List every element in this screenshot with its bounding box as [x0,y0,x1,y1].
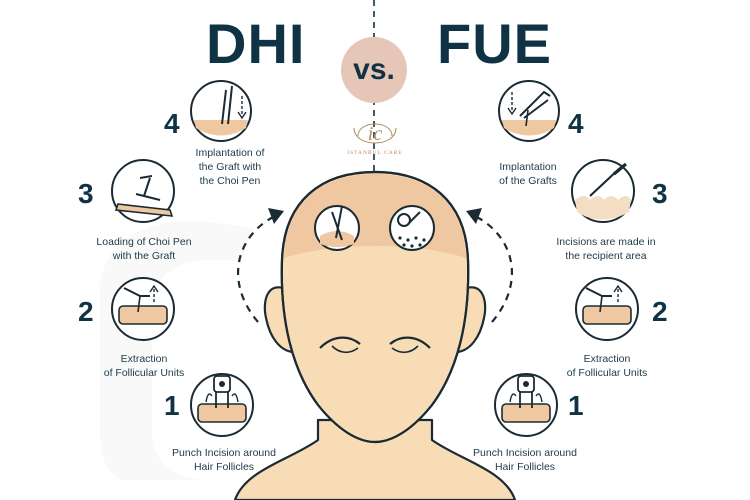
fue-step-4-number: 4 [568,108,584,139]
logo-name: ISTANBUL CARE [347,150,403,156]
dhi-step-1-number: 1 [164,390,180,421]
dhi-step-2-icon [111,277,175,341]
dhi-step-4-icon [190,80,252,142]
dhi-step-4-number: 4 [164,108,180,139]
logo-mark: ic [353,123,397,145]
dhi-step-2-caption: Extraction of Follicular Units [103,353,185,379]
fue-step-1-number: 1 [568,390,584,421]
fue-step-4-caption: Implantation of the Grafts [499,161,557,187]
arrowhead-right [466,208,482,224]
dhi-step-3-caption: Loading of Choi Pen with the Graft [96,236,192,262]
arrow-right [474,215,514,323]
fue-step-4-icon [498,80,560,142]
fue-step-1-caption: Punch Incision around Hair Follicles [473,447,577,473]
dhi-step-4-caption: Implantation of the Graft with the Choi … [195,147,265,187]
dhi-step-3-number: 3 [78,178,94,209]
fue-step-3-caption: Incisions are made in the recipient area [556,236,656,262]
arrowhead-left [268,208,284,224]
vs-label: vs. [353,53,395,86]
dhi-step-3-icon [111,159,175,223]
dhi-step-1-icon [190,373,254,437]
fue-step-1-icon [494,373,558,437]
fue-step-3-number: 3 [652,178,668,209]
fue-step-2-caption: Extraction of Follicular Units [566,353,648,379]
logo-monogram: ic [368,123,383,145]
dhi-step-2-number: 2 [78,296,94,327]
dhi-step-1-caption: Punch Incision around Hair Follicles [172,447,276,473]
fue-step-2-number: 2 [652,296,668,327]
fue-step-3-icon [571,159,635,223]
scalp-detail-dhi [314,205,360,251]
vs-badge: vs. [341,37,407,103]
title-dhi: DHI [206,12,306,75]
fue-step-2-icon [575,277,639,341]
title-fue: FUE [437,12,552,75]
arrow-left [236,215,276,323]
scalp-detail-fue [389,205,435,251]
